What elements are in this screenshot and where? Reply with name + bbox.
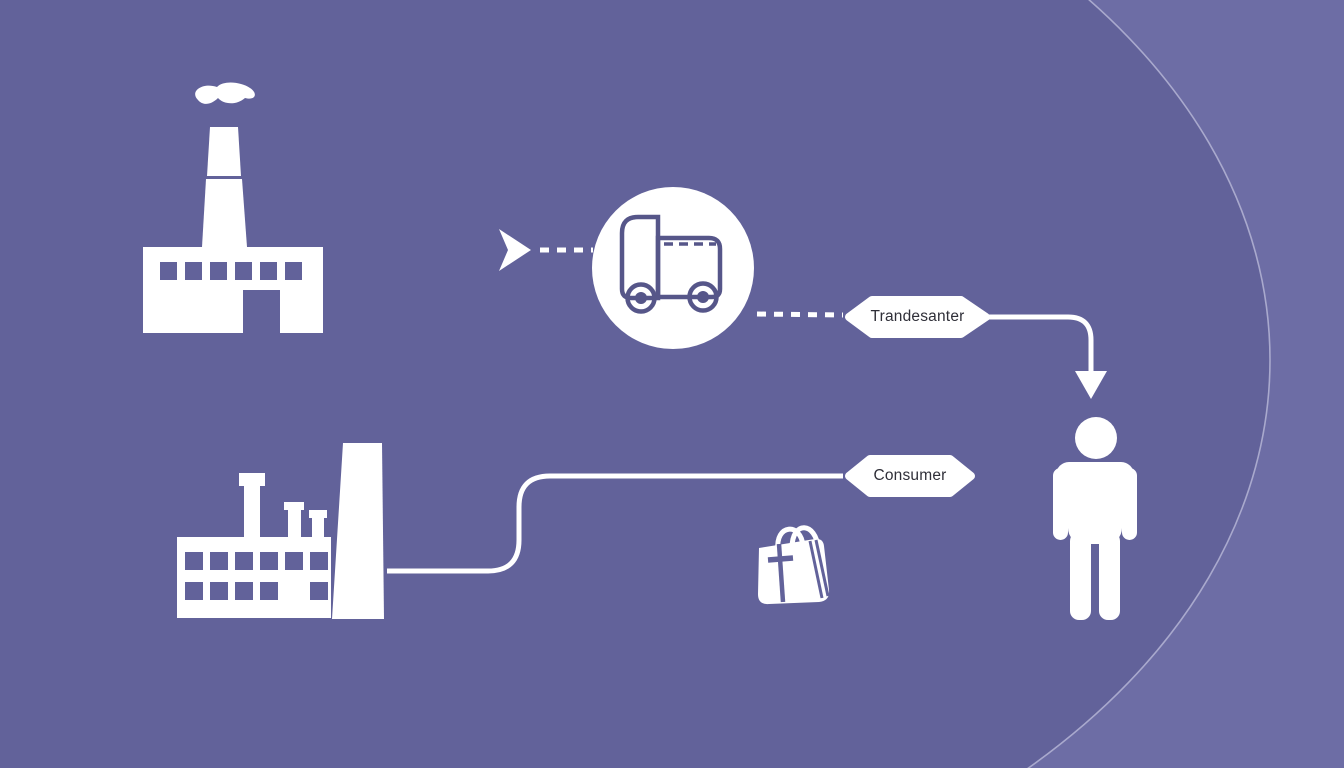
factory-to-consumer-line (387, 473, 843, 574)
factory-door (243, 290, 280, 333)
chimney-cap (239, 473, 265, 486)
chimney-lower (202, 179, 247, 247)
consumer-label-text: Consumer (873, 467, 947, 484)
delivery-truck-icon (619, 214, 723, 314)
factory-top-icon (143, 82, 323, 333)
person-head (1075, 417, 1117, 459)
person-icon (1053, 417, 1137, 620)
arrowhead-right-icon (499, 229, 531, 271)
smoke-icon (195, 82, 255, 104)
factory-windows (185, 552, 328, 600)
transporter-to-person-line (988, 314, 1094, 371)
consumer-label: Consumer (845, 456, 975, 496)
factory-building (143, 247, 323, 333)
transporter-label-text: Trandesanter (870, 308, 965, 325)
dashed-connector-right (756, 311, 844, 318)
factory-building (177, 537, 331, 618)
consumer-hexagon (845, 455, 975, 497)
shopping-bag-icon (758, 525, 830, 605)
transporter-hexagon (845, 296, 990, 338)
factory-tower (332, 443, 384, 619)
chimney-upper (207, 127, 241, 176)
transporter-label: Trandesanter (845, 297, 990, 337)
factory-windows (160, 262, 302, 333)
arrowhead-down-icon (1075, 371, 1107, 399)
factory-bottom-icon (177, 443, 384, 619)
truck-circle (592, 187, 754, 349)
